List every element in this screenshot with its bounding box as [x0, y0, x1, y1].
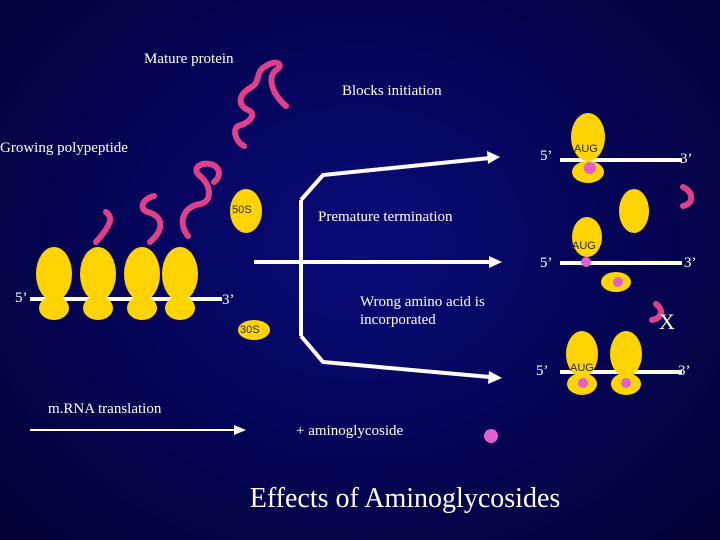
blocks-initiation-label: Blocks initiation: [342, 82, 442, 100]
ribosome-large-subunit: [80, 247, 116, 301]
ribosome-large-subunit: [162, 247, 198, 301]
growing-polypeptide-label: Growing polypeptide: [0, 139, 128, 157]
arrowhead-middle: [489, 256, 502, 268]
ribosome-large-subunit: [124, 247, 160, 301]
ribosome-small-subunit: [39, 296, 69, 320]
aminoglycoside-molecule: [581, 257, 591, 267]
codon-label-middle: AUG: [572, 240, 596, 252]
premature-termination-label: Premature termination: [318, 208, 453, 226]
x-mark: X: [659, 310, 675, 334]
aminoglycoside-legend-dot: [484, 429, 498, 443]
polypeptide-chain-1: [96, 212, 110, 242]
aminoglycoside-molecule: [584, 162, 596, 174]
mature-protein-chain: [235, 63, 286, 146]
page-title: Effects of Aminoglycosides: [0, 483, 720, 515]
ribosome-large-subunit: [619, 189, 649, 233]
ribosome-large-subunit: [36, 247, 72, 301]
aminoglycoside-molecule: [621, 378, 631, 388]
polypeptide-chain: [683, 187, 691, 206]
polysome: [36, 247, 198, 320]
aminoglycoside-molecule: [613, 277, 623, 287]
wrong-amino-acid-label: Wrong amino acid is incorporated: [360, 293, 520, 329]
ribosome-small-subunit: [127, 296, 157, 320]
polypeptide-chain-3: [183, 164, 219, 236]
subunit-50s-label: 50S: [232, 204, 252, 216]
middle-three-prime-label: 3’: [684, 254, 697, 272]
ribosome-large-subunit: [610, 331, 642, 377]
top-five-prime-label: 5’: [540, 147, 553, 165]
arrowhead-bottom: [488, 371, 502, 384]
translation-direction-arrowhead: [234, 425, 246, 435]
branch-arrows: [254, 158, 490, 377]
codon-label-top: AUG: [574, 143, 598, 155]
mature-protein-label: Mature protein: [144, 50, 234, 68]
left-three-prime-label: 3’: [222, 291, 235, 309]
bottom-five-prime-label: 5’: [536, 362, 549, 380]
subunit-30s-label: 30S: [240, 324, 260, 336]
polypeptide-chain-2: [143, 196, 161, 242]
ribosome-small-subunit: [83, 296, 113, 320]
middle-five-prime-label: 5’: [540, 254, 553, 272]
top-three-prime-label: 3’: [680, 150, 693, 168]
ribosome-small-subunit: [165, 296, 195, 320]
aminoglycoside-molecule: [578, 378, 588, 388]
left-five-prime-label: 5’: [15, 289, 28, 307]
mrna-translation-label: m.RNA translation: [48, 400, 161, 418]
bottom-three-prime-label: 3’: [678, 362, 691, 380]
codon-label-bottom: AUG: [570, 362, 594, 374]
aminoglycoside-legend-label: + aminoglycoside: [296, 422, 403, 440]
arrowhead-top: [487, 151, 500, 164]
